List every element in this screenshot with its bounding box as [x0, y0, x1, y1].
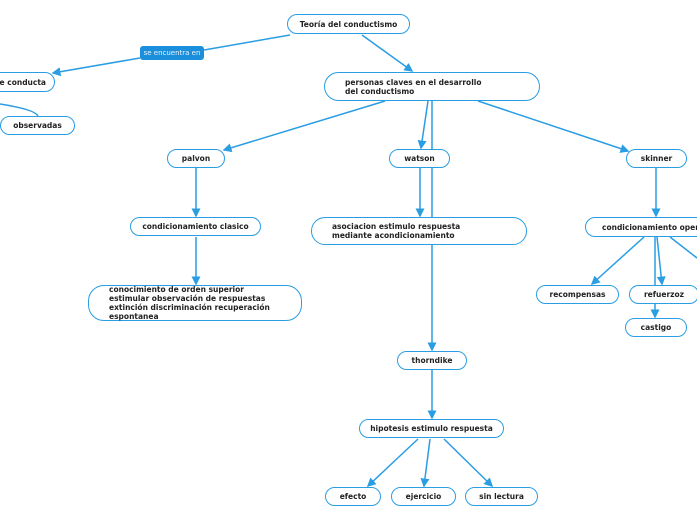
- node-castigo[interactable]: castigo: [625, 318, 687, 337]
- node-hipotesis[interactable]: hipotesis estimulo respuesta: [359, 419, 504, 438]
- node-sin-lectura[interactable]: sin lectura: [465, 487, 538, 506]
- node-efecto[interactable]: efecto: [325, 487, 381, 506]
- node-refuerzoz[interactable]: refuerzoz: [629, 285, 697, 304]
- node-conocimiento[interactable]: conocimiento de orden superior estimular…: [88, 285, 302, 321]
- node-condicionamiento-clasico[interactable]: condicionamiento clasico: [130, 217, 261, 236]
- node-ejercicio[interactable]: ejercicio: [391, 487, 456, 506]
- link-label[interactable]: se encuentra en: [140, 46, 204, 60]
- node-personas[interactable]: personas claves en el desarrollo del con…: [324, 72, 540, 101]
- node-condicionamiento-operante[interactable]: condicionamiento operante: [585, 217, 697, 237]
- root-node[interactable]: Teoría del conductismo: [287, 14, 410, 34]
- node-observadas[interactable]: observadas: [0, 116, 75, 135]
- node-skinner[interactable]: skinner: [626, 149, 687, 168]
- node-conducta[interactable]: de conducta: [0, 72, 55, 92]
- node-recompensas[interactable]: recompensas: [536, 285, 619, 304]
- node-thorndike[interactable]: thorndike: [397, 351, 467, 370]
- node-palvon[interactable]: palvon: [167, 149, 225, 168]
- node-watson[interactable]: watson: [389, 149, 450, 168]
- node-asociacion[interactable]: asociacion estimulo respuesta mediante a…: [311, 217, 527, 245]
